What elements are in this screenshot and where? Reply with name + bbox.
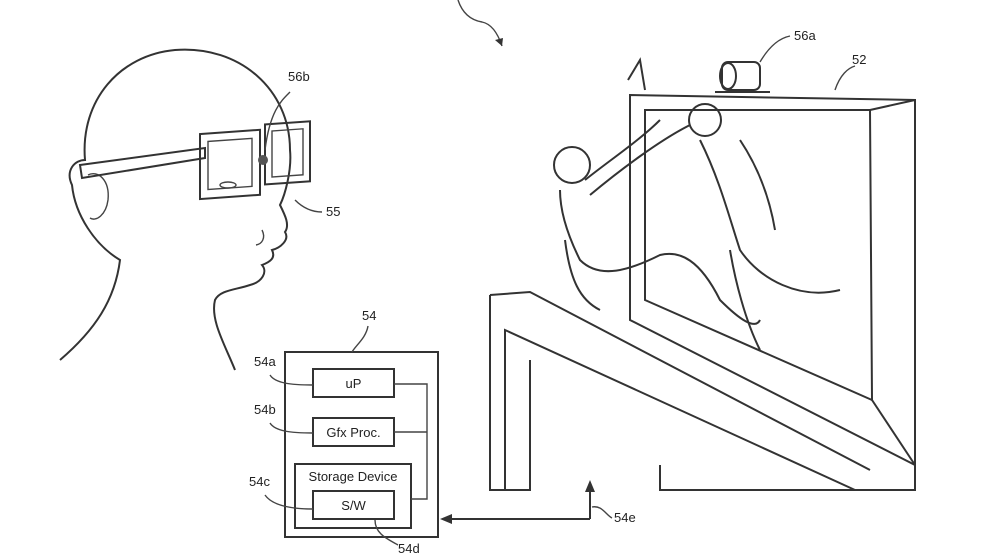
bus-line: [394, 383, 428, 500]
computer-block: uP Gfx Proc. Storage Device S/W: [284, 351, 439, 538]
computer-box: [284, 351, 439, 538]
table-illustration: [489, 290, 871, 491]
glasses-sensor-icon: [258, 155, 268, 165]
football-players-illustration: [553, 57, 841, 351]
user-head-illustration: [59, 48, 292, 371]
label-54a: 54a: [254, 354, 276, 369]
lead-line-squiggle: [457, 0, 503, 47]
connection-arrow: [440, 480, 595, 524]
processor-label: uP: [346, 376, 362, 391]
software-box: [312, 490, 395, 520]
label-54b: 54b: [254, 402, 276, 417]
label-56a: 56a: [794, 28, 816, 43]
label-54c: 54c: [249, 474, 270, 489]
label-52: 52: [852, 52, 866, 67]
storage-box: [294, 463, 412, 529]
processor-box: [312, 368, 395, 398]
gfx-label: Gfx Proc.: [326, 425, 380, 440]
software-label: S/W: [341, 498, 366, 513]
storage-label: Storage Device: [309, 469, 398, 484]
label-55: 55: [326, 204, 340, 219]
label-56b: 56b: [288, 69, 310, 84]
squiggle-arrowhead: [495, 38, 503, 46]
3d-glasses: [78, 120, 311, 201]
label-54: 54: [362, 308, 376, 323]
label-54d: 54d: [398, 541, 420, 556]
label-54e: 54e: [614, 510, 636, 525]
display-illustration: [629, 61, 916, 491]
